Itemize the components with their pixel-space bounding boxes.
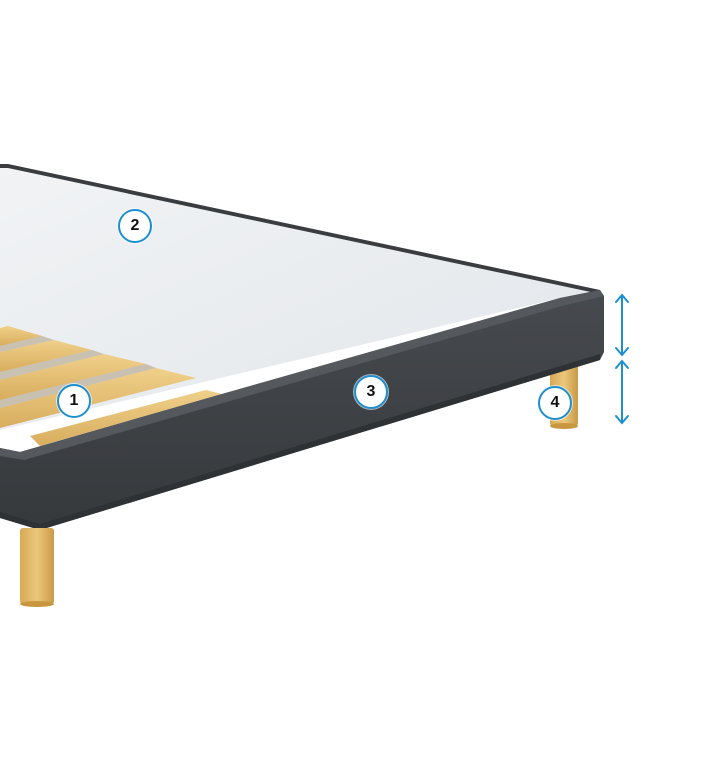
frame-top-edge [0, 290, 604, 460]
cover-rim [0, 164, 600, 294]
callout-slats: 1 [57, 384, 91, 418]
callout-frame: 3 [354, 375, 388, 409]
callout-top-cover: 2 [118, 209, 152, 243]
leg-front-left [20, 528, 54, 607]
callout-leg: 4 [538, 386, 572, 420]
double-arrow-icon [615, 293, 629, 425]
upholstered-frame [0, 290, 604, 530]
